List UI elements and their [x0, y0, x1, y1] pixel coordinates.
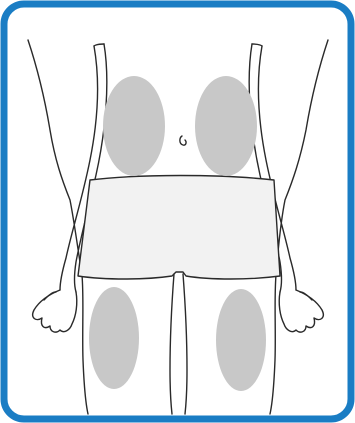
briefs: [78, 176, 280, 280]
injection-site-abdomen-left[interactable]: [195, 76, 257, 176]
injection-site-thigh-right[interactable]: [89, 287, 139, 389]
injection-site-abdomen-right[interactable]: [103, 76, 165, 176]
injection-site-thigh-left[interactable]: [216, 289, 266, 391]
